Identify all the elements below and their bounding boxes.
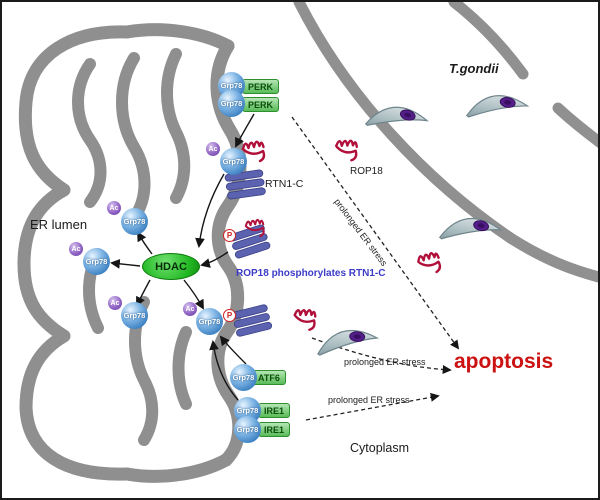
arrow-hdac-to-grp78-upper: [137, 231, 153, 255]
grp78-chaperone: Grp78: [230, 364, 257, 391]
prolonged-er-stress-label-rtn1c: prolonged ER stress: [344, 357, 426, 367]
rtn1c-protein-stack-top: [224, 169, 266, 200]
grp78-chaperone: Grp78: [234, 416, 261, 443]
arrow-perk-prolonged-stress: [291, 116, 460, 350]
hdac-label: HDAC: [155, 260, 187, 273]
arrow-hdac-to-grp78-lower-right: [183, 279, 204, 310]
tgondii-cell: [317, 327, 379, 360]
arrow-perk-to-grp78: [235, 113, 255, 148]
acetyl-group: Ac: [107, 201, 121, 215]
corner-membrane-arc-segment-1: [448, 2, 529, 80]
arrow-hdac-to-grp78-left: [110, 258, 141, 269]
perk-sensor: PERK: [242, 97, 280, 112]
grp78-chaperone: Grp78: [121, 302, 148, 329]
rtn1c-protein-stack-middle: [229, 224, 271, 259]
pathway-arrows: [110, 113, 255, 401]
cytoplasm-label: Cytoplasm: [350, 441, 410, 455]
apoptosis-label: apoptosis: [454, 350, 554, 373]
rtn1c-label: RTN1-C: [265, 178, 304, 190]
arrow-membrane-to-hdac: [200, 251, 229, 268]
grp78-chaperone: Grp78: [220, 148, 247, 175]
ire1-sensor: IRE1: [258, 403, 291, 418]
acetyl-group: Ac: [206, 142, 220, 156]
rop18-kinase-icon: [333, 137, 360, 163]
grp78-chaperone: Grp78: [196, 308, 223, 335]
corner-membrane-arc-segment-2: [552, 102, 598, 148]
er-membrane: [17, 23, 247, 483]
phosphate-group: P: [223, 309, 236, 322]
perk-sensor: PERK: [242, 79, 280, 94]
rop18-kinase-icon: [416, 251, 442, 275]
arrow-grp78-to-hdac: [195, 173, 225, 248]
phosphate-group: P: [223, 229, 236, 242]
acetyl-group: Ac: [108, 296, 122, 310]
grp78-chaperone: Grp78: [121, 208, 148, 235]
arrow-ire1-prolonged-stress: [305, 392, 440, 421]
acetyl-group: Ac: [69, 242, 83, 256]
atf6-sensor: ATF6: [252, 370, 286, 385]
rop18-kinase-icon: [291, 306, 318, 332]
er-lumen-label: ER lumen: [30, 217, 88, 232]
rop18-phosphorylates-annotation: ROP18 phosphorylates RTN1-C: [236, 268, 386, 279]
tgondii-cell: [466, 89, 529, 128]
hdac-enzyme: HDAC: [142, 253, 200, 280]
prolonged-er-stress-label-ire1: prolonged ER stress: [328, 395, 410, 405]
ire1-sensor: IRE1: [258, 422, 291, 437]
rop18-label: ROP18: [350, 166, 383, 177]
tgondii-label: T.gondii: [449, 61, 499, 76]
grp78-chaperone: Grp78: [83, 248, 110, 275]
grp78-chaperone: Grp78: [218, 90, 245, 117]
rtn1c-protein-stack-bottom: [231, 304, 273, 337]
host-cell-membrane-arc: [293, 2, 598, 283]
arrow-ire1-to-membrane: [209, 340, 239, 401]
acetyl-group: Ac: [183, 302, 197, 316]
arrow-atf6-to-membrane: [219, 335, 247, 365]
